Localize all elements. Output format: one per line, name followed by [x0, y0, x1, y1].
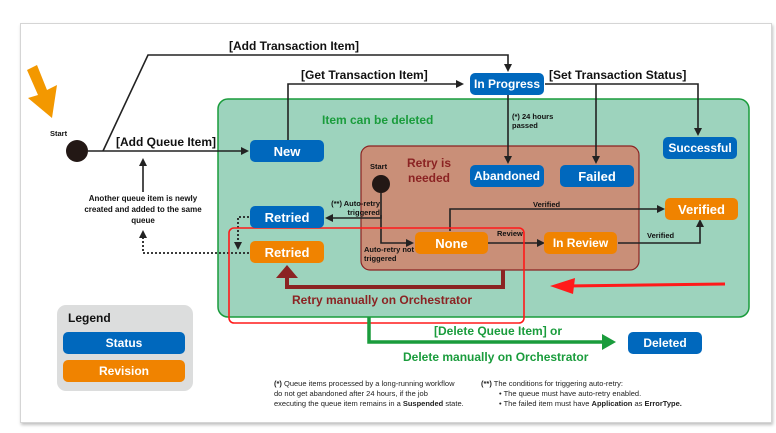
label-verified-right: Verified	[647, 231, 675, 240]
state-verified: Verified	[665, 198, 738, 220]
footnote-bullet-1: • The queue must have auto-retry enabled…	[499, 389, 642, 398]
state-failed: Failed	[560, 165, 634, 187]
callout-arrow-icon	[27, 65, 57, 118]
footnote-bullet-2a: • The failed item must have	[499, 399, 592, 408]
label-auto-retry-triggered: (**) Auto-retry triggered	[331, 199, 380, 217]
footnote-star-line1: Queue items processed by a long-running …	[281, 379, 455, 388]
footnote-star-line3c: state.	[443, 399, 464, 408]
label-delete-line1: [Delete Queue Item] or	[434, 324, 563, 338]
label-auto-retry-not-triggered: Auto-retry not triggered	[364, 245, 414, 263]
edge-add-transaction-item	[102, 54, 512, 152]
state-deleted: Deleted	[628, 332, 702, 354]
footnote-dstar-text: The conditions for triggering auto-retry…	[491, 379, 624, 388]
footnote-star-line2: do not get abandoned after 24 hours, if …	[274, 389, 428, 398]
state-retried-status: Retried	[250, 206, 324, 228]
state-in-review: In Review	[544, 232, 617, 254]
state-in-progress: In Progress	[470, 73, 544, 95]
state-new: New	[250, 140, 324, 162]
start-node	[66, 140, 88, 162]
inner-start-label: Start	[370, 162, 388, 171]
state-retried-revision: Retried	[250, 241, 324, 263]
label-review: Review	[497, 229, 523, 238]
edge-in-review-to-verified	[618, 219, 704, 244]
legend: Legend Status Revision	[57, 305, 193, 391]
footnote-dstar-prefix: (**)	[481, 379, 492, 388]
retry-arrowhead-icon	[276, 265, 298, 278]
region-retry-title: Retry is needed	[406, 156, 452, 185]
label-get-transaction-item: [Get Transaction Item]	[301, 68, 428, 82]
label-24-hours: (*) 24 hours passed	[512, 112, 554, 130]
footnote-star-line3a: executing the queue item remains in a	[274, 399, 403, 408]
footnote-double-star: (**) The conditions for triggering auto-…	[481, 379, 721, 409]
footnote-star-prefix: (*)	[274, 379, 282, 388]
label-set-transaction-status: [Set Transaction Status]	[549, 68, 687, 82]
edge-none-to-verified	[449, 205, 665, 231]
region-deletable-title: Item can be deleted	[322, 113, 434, 127]
label-add-transaction-item: [Add Transaction Item]	[229, 39, 360, 53]
edge-get-transaction-item	[287, 80, 464, 140]
red-pointer-icon	[550, 278, 575, 294]
start-label: Start	[50, 129, 68, 138]
label-delete-line2: Delete manually on Orchestrator	[403, 350, 589, 364]
legend-title: Legend	[68, 311, 111, 325]
state-abandoned: Abandoned	[470, 165, 544, 187]
state-none: None	[415, 232, 488, 254]
edge-retried-to-new-item	[139, 230, 249, 254]
label-new-item-note: Another queue item is newly created and …	[84, 194, 202, 225]
highlight-box	[228, 227, 525, 324]
label-retry-manually: Retry manually on Orchestrator	[292, 293, 473, 307]
footnote-bullet-errortype: ErrorType.	[644, 399, 682, 408]
legend-item-status: Status	[63, 332, 185, 354]
edge-delete	[367, 317, 616, 350]
footnote-star: (*) Queue items processed by a long-runn…	[274, 379, 474, 409]
footnote-bullet-2c: as	[632, 399, 645, 408]
footnote-star-suspended: Suspended	[402, 399, 444, 408]
edge-retry-manually	[285, 270, 505, 289]
footnote-bullet-application: Application	[591, 399, 633, 408]
red-pointer-line	[564, 282, 726, 288]
label-verified-top: Verified	[533, 200, 561, 209]
label-add-queue-item: [Add Queue Item]	[116, 135, 217, 149]
legend-item-revision: Revision	[63, 360, 185, 382]
inner-start-node	[372, 175, 390, 193]
edge-auto-retry-not-triggered	[380, 215, 414, 247]
state-successful: Successful	[663, 137, 737, 159]
